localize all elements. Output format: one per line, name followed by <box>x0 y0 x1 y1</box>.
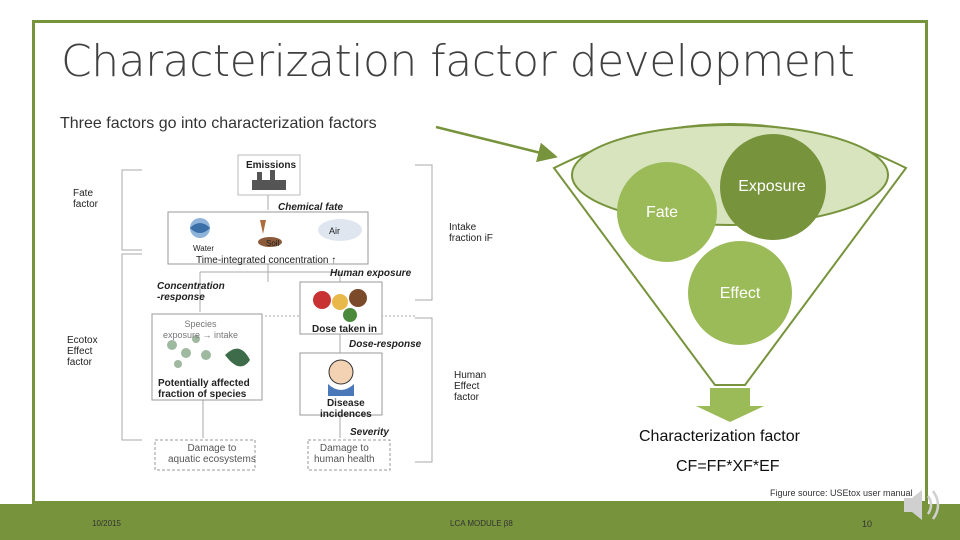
water-label: Water <box>193 244 215 253</box>
concentration-response-label: Concentration-response <box>157 281 225 303</box>
subtitle: Three factors go into characterization f… <box>60 115 377 132</box>
footer-date: 10/2015 <box>92 519 121 528</box>
exposure-circle <box>720 134 826 240</box>
air-label: Air <box>329 226 340 236</box>
emissions-label: Emissions <box>246 160 297 171</box>
figure-source: Figure source: USEtox user manual <box>770 488 913 498</box>
dose-taken-in-label: Dose taken in <box>312 324 378 335</box>
page-number: 10 <box>862 519 873 529</box>
chemical-fate-label: Chemical fate <box>278 202 344 213</box>
exposure-label: Exposure <box>738 178 806 195</box>
fate-circle <box>617 162 717 262</box>
characterization-factor-label: Characterization factor <box>639 428 800 445</box>
footer-band <box>0 504 960 540</box>
human-exposure-label: Human exposure <box>330 268 412 279</box>
dose-response-label: Dose-response <box>349 339 422 350</box>
footer-module: LCA MODULE β8 <box>450 519 513 528</box>
severity-label: Severity <box>350 427 389 438</box>
formula-label: CF=FF*XF*EF <box>676 458 780 475</box>
fate-label: Fate <box>645 204 678 221</box>
page-title: Characterization factor development <box>61 36 855 87</box>
effect-label: Effect <box>719 285 761 302</box>
usetox-diagram <box>121 154 433 471</box>
down-arrow <box>696 388 764 422</box>
effect-circle <box>688 241 792 345</box>
speaker-icon[interactable] <box>898 480 948 528</box>
time-integrated-label: Time-integrated concentration ↑ <box>196 255 337 266</box>
soil-label: Soil <box>266 239 280 248</box>
funnel-diagram <box>552 123 908 422</box>
slide-frame <box>32 20 928 504</box>
